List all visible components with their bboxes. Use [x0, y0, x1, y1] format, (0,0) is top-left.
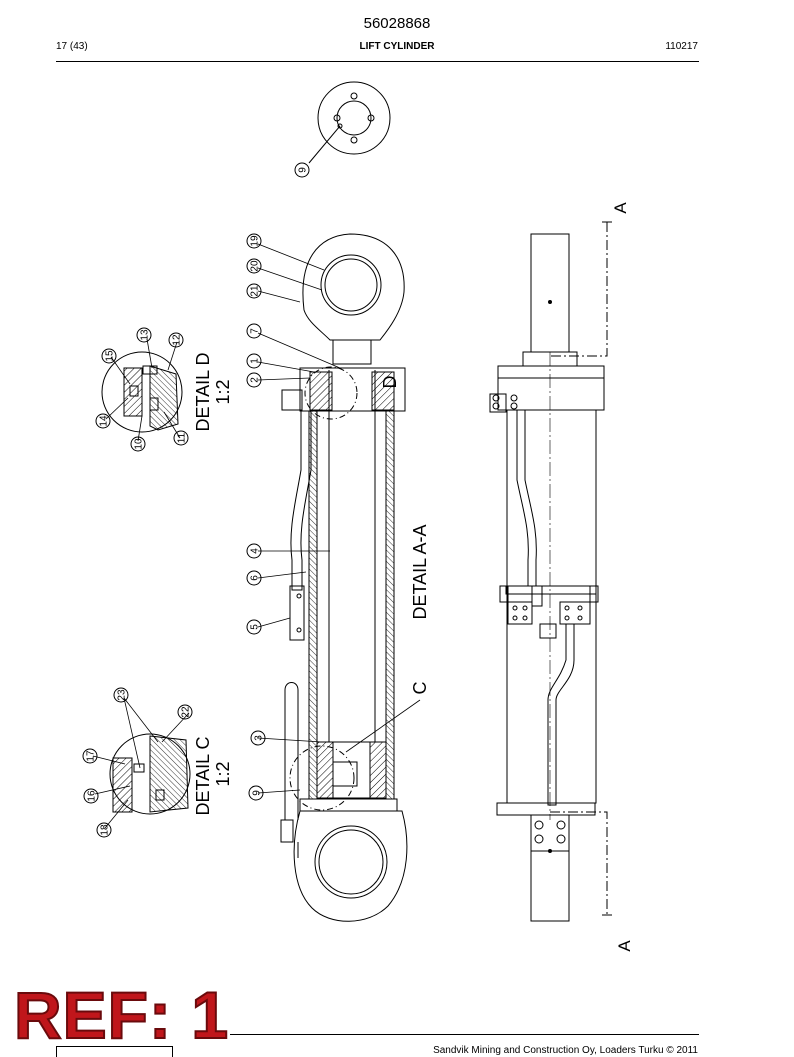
footer-logo-box	[56, 1046, 173, 1057]
balloon-2: 2	[250, 377, 261, 383]
balloon-22: 22	[181, 706, 192, 718]
balloon-12: 12	[172, 334, 183, 346]
leader-lines	[92, 243, 421, 829]
detail-c-title: DETAIL C	[193, 736, 213, 815]
detail-d-title: DETAIL D	[193, 352, 213, 431]
balloon-15: 15	[105, 350, 116, 362]
balloon-18: 18	[100, 824, 111, 836]
balloon-23: 23	[117, 689, 128, 701]
ref-stamp: REF: 1	[13, 978, 230, 1052]
balloon-9-bottom: 9	[252, 790, 263, 796]
balloon-1: 1	[250, 358, 261, 364]
detail-d-scale: 1:2	[213, 379, 233, 404]
end-view-flange	[308, 81, 391, 164]
balloon-20: 20	[250, 260, 261, 272]
detail-aa-title: DETAIL A-A	[410, 524, 430, 619]
footer-divider	[230, 1034, 699, 1035]
document-number: 56028868	[363, 15, 431, 32]
callout-c-label: C	[410, 682, 430, 695]
balloon-17: 17	[86, 750, 97, 762]
balloon-16: 16	[87, 790, 98, 802]
balloon-circles	[82, 162, 310, 838]
page-title: LIFT CYLINDER	[359, 41, 435, 52]
balloon-6: 6	[250, 575, 261, 581]
header-divider	[56, 61, 699, 62]
date-code: 110217	[665, 41, 698, 52]
balloon-7: 7	[250, 328, 261, 334]
balloon-13: 13	[140, 329, 151, 341]
section-mark-top: A	[611, 202, 630, 214]
cylinder-side-view	[280, 233, 408, 922]
balloon-5: 5	[250, 624, 261, 630]
balloon-3: 3	[254, 735, 265, 741]
section-view-aa	[489, 221, 612, 922]
detail-c-scale: 1:2	[213, 761, 233, 786]
balloon-4: 4	[250, 548, 261, 554]
balloon-11: 11	[177, 432, 188, 443]
footer-copyright: Sandvik Mining and Construction Oy, Load…	[433, 1045, 698, 1056]
balloon-9-top: 9	[298, 167, 309, 173]
section-mark-bottom: A	[615, 940, 634, 952]
balloon-21: 21	[250, 285, 261, 297]
callout-d-label: D	[380, 376, 400, 389]
page-indicator: 17 (43)	[56, 41, 88, 52]
balloon-19: 19	[250, 235, 261, 247]
balloon-14: 14	[99, 415, 110, 427]
detail-c-view	[109, 733, 191, 815]
balloon-10: 10	[134, 438, 145, 450]
